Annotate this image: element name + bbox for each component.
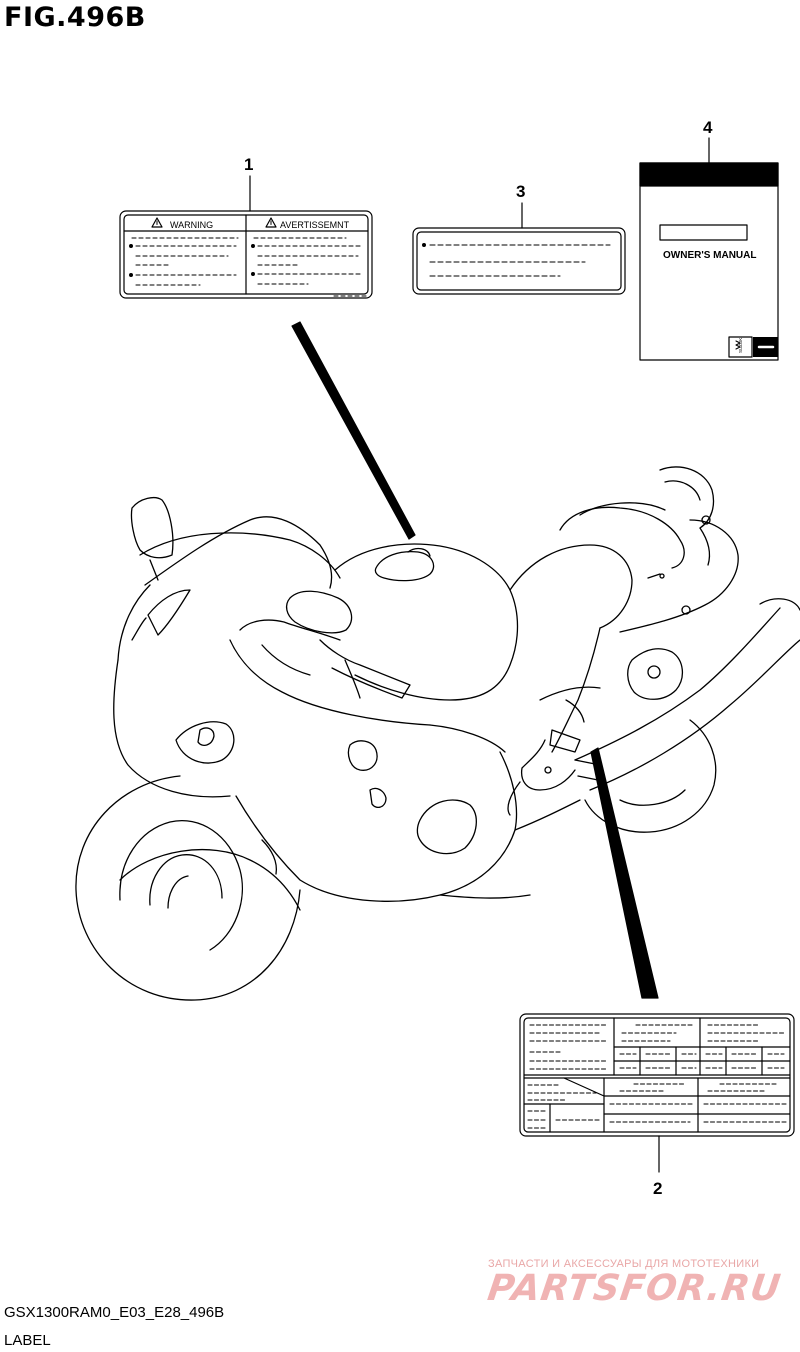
figure-name: LABEL [4, 1332, 51, 1349]
owners-manual-title: OWNER'S MANUAL [663, 250, 756, 261]
watermark-tagline: ЗАПЧАСТИ И АКСЕССУАРЫ ДЛЯ МОТОТЕХНИКИ [488, 1258, 760, 1270]
callout-4: 4 [703, 118, 713, 137]
motorcycle-outline [75, 466, 800, 1001]
label-2-spec[interactable] [519, 1013, 795, 1137]
figure-code: GSX1300RAM0_E03_E28_496B [4, 1304, 225, 1321]
figure-title: FIG.496B [4, 2, 146, 33]
callout-2: 2 [653, 1179, 662, 1198]
label-1-warning[interactable] [119, 210, 373, 299]
watermark-site: PARTSFOR.RU [485, 1268, 784, 1309]
label-4-owners-manual[interactable] [639, 162, 779, 361]
callout-1: 1 [244, 155, 253, 174]
callout-3: 3 [516, 182, 525, 201]
suzuki-logo-text: SUZUKI [738, 336, 743, 353]
label-3[interactable] [412, 227, 626, 295]
label-1-warning-text: WARNING [170, 220, 213, 230]
leader-lines [249, 137, 710, 1173]
label-1-avertissement-text: AVERTISSEMNT [280, 220, 350, 230]
